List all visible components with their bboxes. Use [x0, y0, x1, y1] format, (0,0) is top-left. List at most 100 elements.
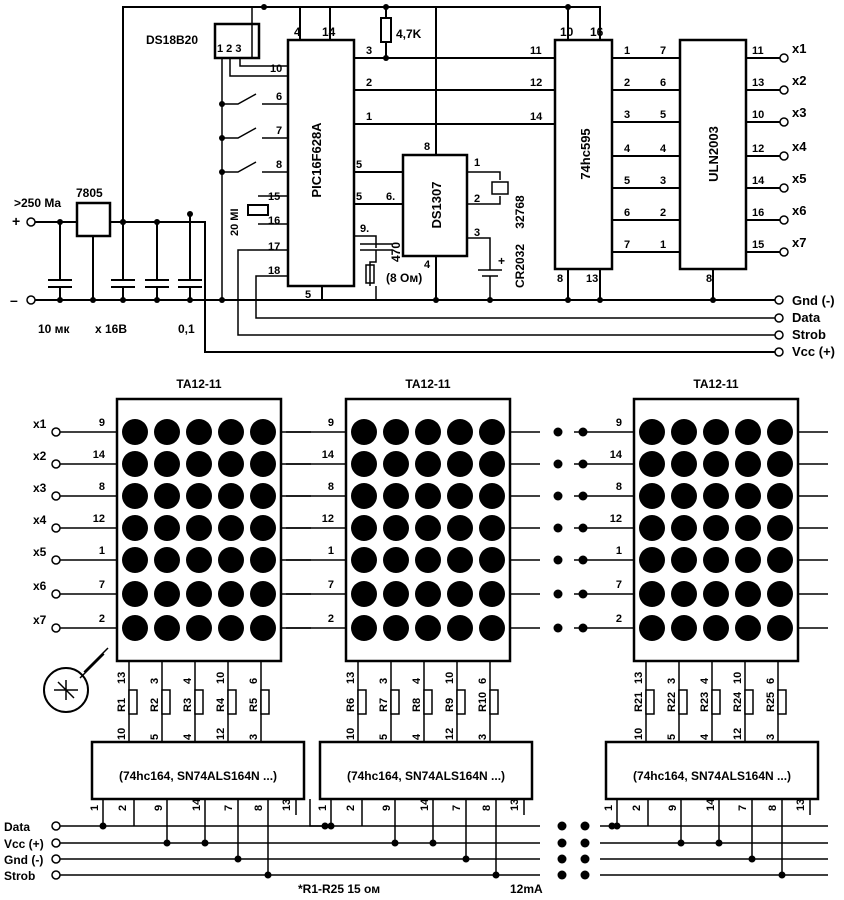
mcu-crystal: 20 MI [229, 195, 288, 236]
chip-label: (74hc164, SN74ALS164N ...) [633, 769, 791, 783]
led [703, 483, 729, 509]
resistor [777, 689, 787, 715]
led [250, 451, 276, 477]
column-pin: 13 [345, 672, 357, 684]
resistor [645, 689, 655, 715]
led [735, 451, 761, 477]
row-terminal [51, 523, 61, 533]
svg-text:10: 10 [560, 25, 574, 39]
led [671, 581, 697, 607]
led [703, 547, 729, 573]
led [703, 581, 729, 607]
led [703, 515, 729, 541]
chip-pin-top: 3 [477, 734, 489, 740]
led [479, 419, 505, 445]
resistor-label: R24 [732, 691, 744, 712]
svg-text:14: 14 [752, 175, 765, 187]
shift-chip [318, 740, 534, 801]
top-bus: Gnd (-) Data Strob Vcc (+) [774, 293, 835, 359]
chip-pin-bottom: 8 [767, 805, 779, 811]
resistor [423, 689, 433, 715]
chip-pin-bottom: 9 [153, 805, 165, 811]
svg-text:16: 16 [590, 25, 604, 39]
svg-text:8: 8 [424, 141, 430, 153]
row-pin: 9 [328, 417, 334, 429]
continuation-dot [553, 623, 563, 633]
regulator-7805 [75, 201, 112, 238]
bus-label: Gnd (-) [4, 853, 43, 867]
matrix-label: TA12-11 [405, 377, 450, 391]
column-pin: 4 [182, 677, 194, 684]
mcu-pic16f628a: PIC16F628A 4 14 10 6 7 8 15 16 17 18 3 2… [237, 7, 775, 336]
led [351, 515, 377, 541]
plus-sign: + [12, 213, 20, 229]
chip-pin-bottom: 1 [603, 805, 615, 811]
continuation-dot [580, 854, 590, 864]
column-pin: 10 [215, 672, 227, 684]
svg-text:16: 16 [752, 207, 764, 219]
chip-pin-bottom: 2 [345, 805, 357, 811]
led [767, 483, 793, 509]
led [383, 419, 409, 445]
led [447, 615, 473, 641]
chip-pin-top: 4 [411, 733, 423, 740]
led [415, 515, 441, 541]
led [671, 419, 697, 445]
rtc-label: DS1307 [429, 182, 444, 229]
column-pin: 3 [149, 678, 161, 684]
continuation-dot [553, 427, 563, 437]
led [639, 515, 665, 541]
led [447, 547, 473, 573]
mcu-label: PIC16F628A [309, 122, 324, 198]
led [122, 581, 148, 607]
row-terminal [51, 459, 61, 469]
led [735, 483, 761, 509]
svg-text:14: 14 [322, 25, 336, 39]
svg-text:4: 4 [294, 25, 301, 39]
continuation-dot [557, 838, 567, 848]
continuation-dot [557, 870, 567, 880]
row-terminal [51, 491, 61, 501]
rtc-crystal-label: 32768 [513, 195, 527, 229]
chip-pin-top: 5 [666, 734, 678, 740]
led [671, 451, 697, 477]
led [671, 547, 697, 573]
led [186, 581, 212, 607]
led [383, 515, 409, 541]
led [154, 419, 180, 445]
led [639, 483, 665, 509]
sensor-label: DS18B20 [146, 33, 198, 47]
column-pin: 4 [699, 677, 711, 684]
light-sensor-symbol [54, 647, 109, 700]
led [767, 581, 793, 607]
minus-sign: – [10, 292, 18, 308]
chip-pin-bottom: 7 [737, 805, 749, 811]
led [351, 419, 377, 445]
row-terminal [51, 589, 61, 599]
led [767, 547, 793, 573]
svg-text:2: 2 [624, 77, 630, 89]
led [639, 547, 665, 573]
led [735, 615, 761, 641]
row-pin: 9 [99, 417, 105, 429]
resistor-label: R4 [215, 697, 227, 712]
power-section: >250 Ma + – 7805 10 мк x 16B 0,1 [10, 6, 775, 353]
resistor-label: R8 [411, 698, 423, 712]
svg-text:3: 3 [624, 109, 630, 121]
row-label: x3 [33, 481, 47, 495]
svg-text:5: 5 [624, 175, 630, 187]
row-label: x1 [33, 417, 47, 431]
resistor [260, 689, 270, 715]
chip-pin-top: 10 [633, 728, 645, 740]
led [415, 419, 441, 445]
row-terminal [51, 623, 61, 633]
shift-register-body [553, 38, 614, 271]
led [122, 483, 148, 509]
led [186, 483, 212, 509]
rtc-ds1307: DS1307 8 4 1 2 3 32768 + CR2032 [401, 7, 527, 303]
svg-text:3: 3 [366, 45, 372, 57]
svg-text:18: 18 [268, 265, 280, 277]
led [415, 615, 441, 641]
led [447, 515, 473, 541]
led [735, 419, 761, 445]
